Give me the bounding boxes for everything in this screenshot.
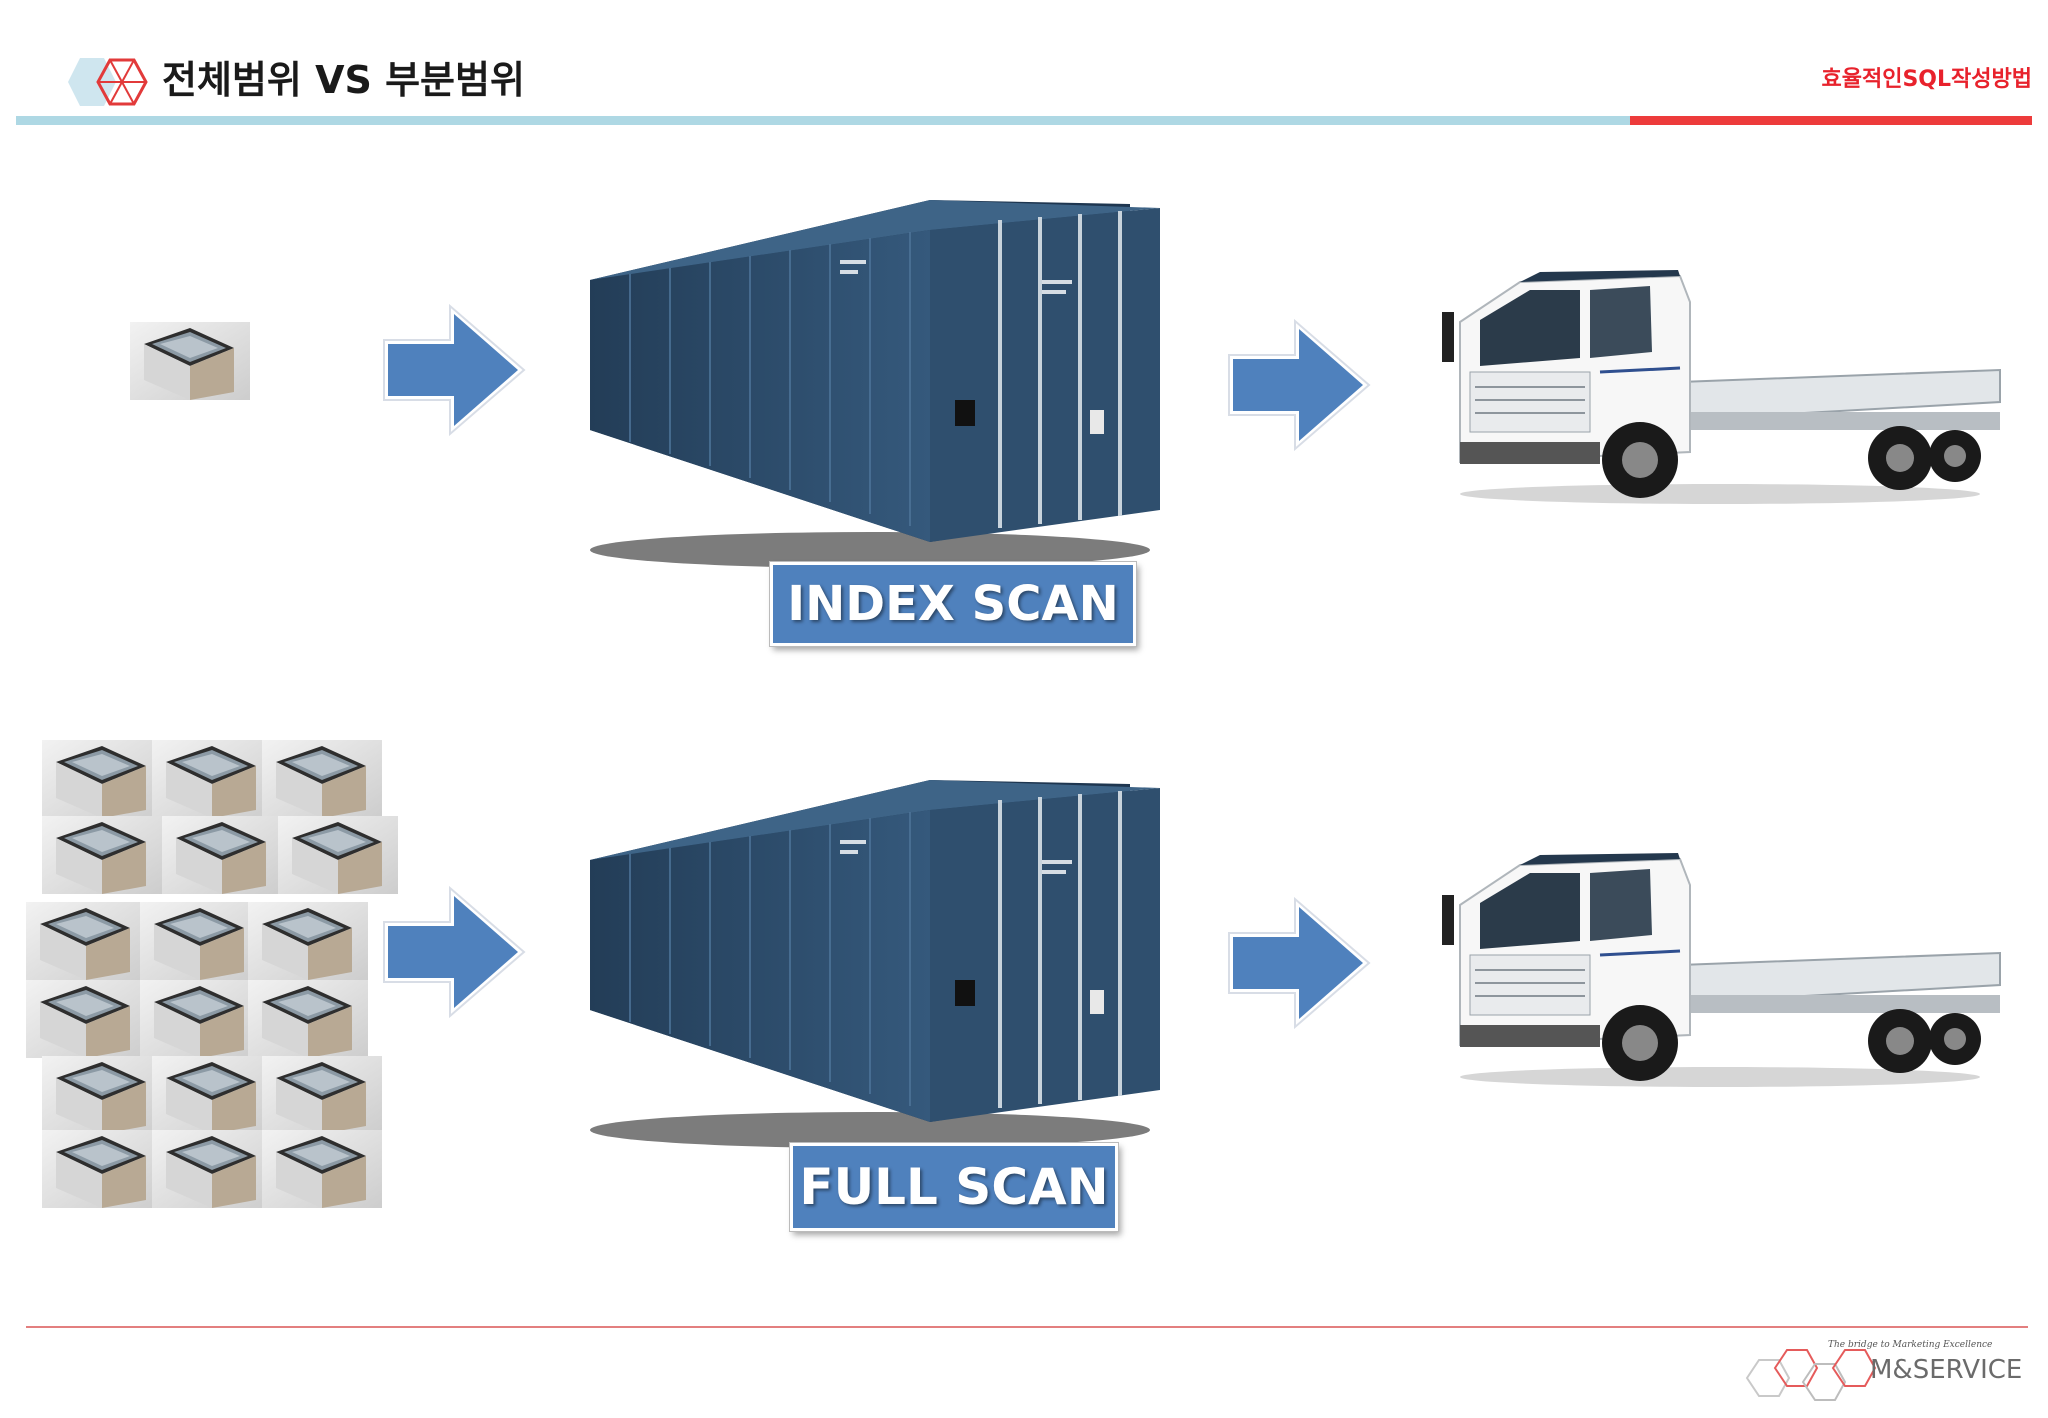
- data-block-icon: [262, 1130, 382, 1208]
- data-block-icon: [42, 740, 162, 818]
- cargo-truck-image: [1440, 268, 2002, 506]
- data-block-icon: [42, 1130, 162, 1208]
- data-block-icon: [42, 816, 162, 894]
- page-title: 전체범위 VS 부분범위: [162, 58, 525, 102]
- footer-divider: [26, 1326, 2028, 1328]
- data-block-icon: [152, 740, 272, 818]
- right-arrow-icon: [1228, 898, 1370, 1028]
- full-scan-label: FULL SCAN: [790, 1143, 1118, 1231]
- ms-chain-logo-icon: [1745, 1349, 1877, 1401]
- data-block-icon: [140, 980, 260, 1058]
- right-arrow-icon: [383, 887, 525, 1017]
- right-arrow-icon: [383, 305, 525, 435]
- data-block-icon: [140, 902, 260, 980]
- hexagon-cube-logo-icon: [68, 58, 148, 106]
- data-block-icon: [152, 1130, 272, 1208]
- data-block-icon: [26, 902, 146, 980]
- index-scan-label: INDEX SCAN: [770, 562, 1136, 646]
- data-block-grid: [26, 738, 406, 1208]
- header-divider-red: [1630, 116, 2032, 125]
- data-block-icon: [278, 816, 398, 894]
- footer-tagline: The bridge to Marketing Excellence: [1828, 1340, 1993, 1350]
- data-block-icon: [262, 1056, 382, 1134]
- data-block-icon: [248, 902, 368, 980]
- right-arrow-icon: [1228, 320, 1370, 450]
- data-block-icon: [262, 740, 382, 818]
- shipping-container-image: [588, 198, 1162, 570]
- page-subtitle: 효율적인SQL작성방법: [1821, 67, 2033, 92]
- cargo-truck-image: [1440, 851, 2002, 1089]
- data-block-icon: [130, 322, 250, 400]
- data-block-icon: [162, 816, 282, 894]
- shipping-container-image: [588, 778, 1162, 1150]
- data-block-icon: [42, 1056, 162, 1134]
- footer-brand: M&SERVICE: [1870, 1355, 2023, 1385]
- data-block-icon: [26, 980, 146, 1058]
- data-block-icon: [248, 980, 368, 1058]
- data-block-icon: [152, 1056, 272, 1134]
- header-divider-blue: [16, 116, 1630, 125]
